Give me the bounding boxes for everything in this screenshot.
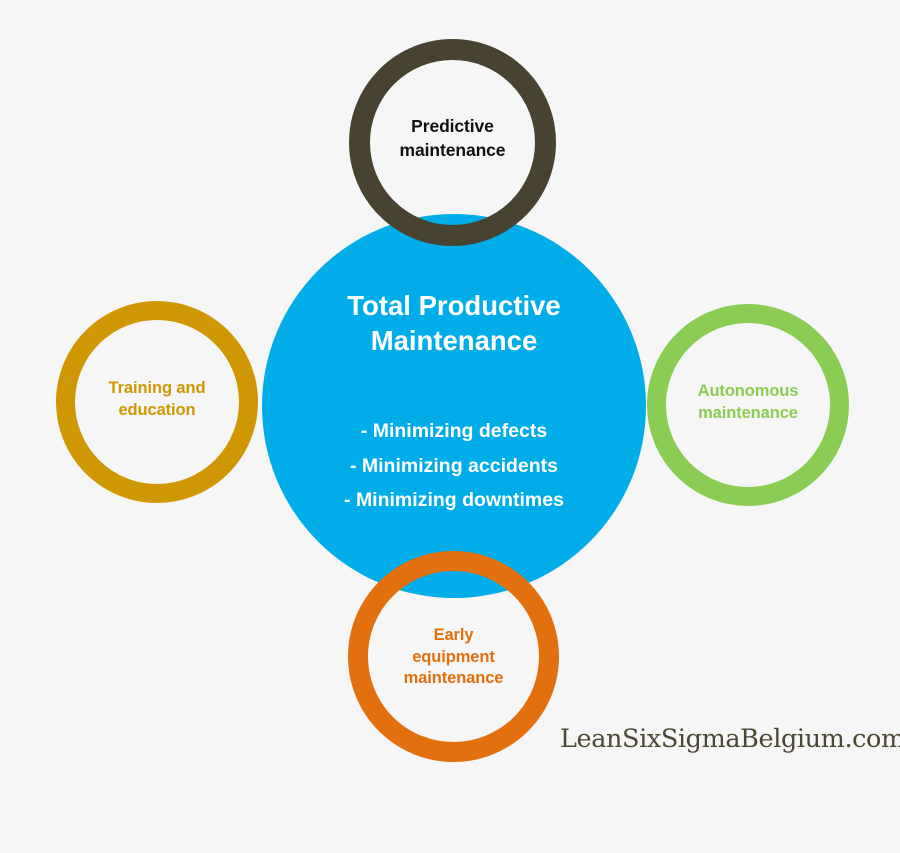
satellite-label-early-equipment-maintenance: Early equipment maintenance [403,625,504,688]
central-circle-bullet-list: - Minimizing defects - Minimizing accide… [262,414,646,518]
bullet-item: - Minimizing accidents [349,454,559,477]
central-circle-total-productive-maintenance [262,214,646,598]
source-watermark: LeanSixSigmaBelgium.com [560,724,900,754]
satellite-label-predictive-maintenance: Predictive maintenance [399,116,506,160]
satellite-circle-predictive-maintenance: Predictive maintenance [349,39,556,246]
satellite-circle-autonomous-maintenance: Autonomous maintenance [647,304,849,506]
satellite-circle-early-equipment-maintenance: Early equipment maintenance [348,551,559,762]
bullet-item: - Minimizing defects [360,420,548,442]
central-circle-heading: Total Productive Maintenance [347,290,561,357]
bullet-item: - Minimizing downtimes [344,489,564,512]
satellite-circle-training-and-education: Training and education [56,301,258,503]
satellite-label-autonomous-maintenance: Autonomous maintenance [697,382,799,422]
satellite-label-training-and-education: Training and education [108,379,206,419]
